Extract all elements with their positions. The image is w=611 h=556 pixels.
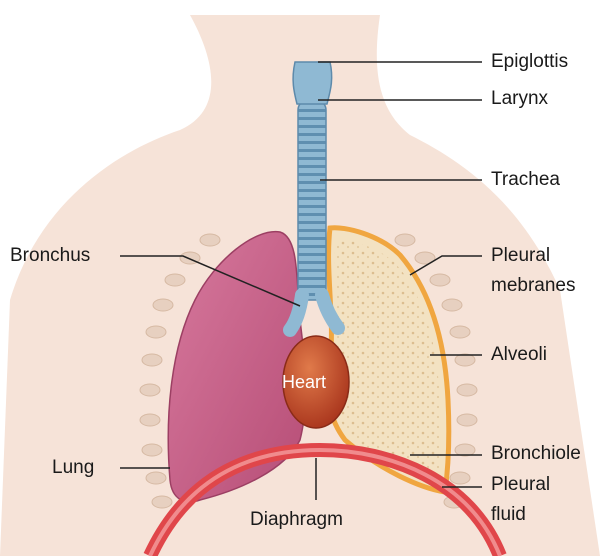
label-trachea: Trachea [491,169,560,191]
label-pleural-fluid-1: Pleural [491,474,550,496]
label-larynx: Larynx [491,88,548,110]
label-bronchiole: Bronchiole [491,443,581,465]
label-pleural-fluid-2: fluid [491,504,526,526]
larynx-shape [293,62,332,104]
label-bronchus: Bronchus [10,245,90,267]
label-epiglottis: Epiglottis [491,51,568,73]
label-alveoli: Alveoli [491,344,547,366]
label-heart: Heart [282,371,326,393]
trachea-tube [298,100,326,300]
label-lung: Lung [52,457,94,479]
label-pleural-membranes-2: mebranes [491,275,576,297]
label-pleural-membranes-1: Pleural [491,245,550,267]
label-diaphragm: Diaphragm [250,509,343,531]
